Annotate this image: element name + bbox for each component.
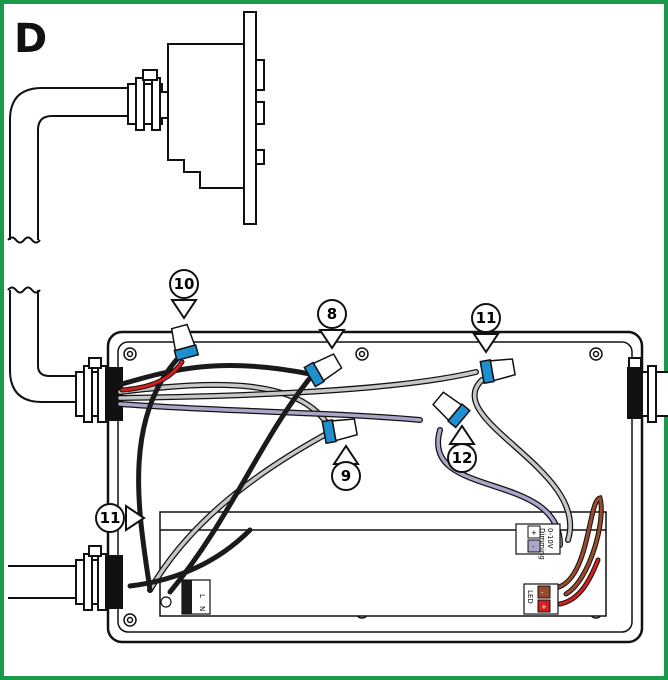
left-fitting-top xyxy=(75,357,123,423)
fixture-housing xyxy=(167,11,265,225)
callout-8: 8 xyxy=(317,299,347,350)
callout-10-label: 10 xyxy=(174,275,195,293)
terminal-dimming: + - 0-10VDimming xyxy=(515,523,561,560)
led-label: LED xyxy=(526,590,534,604)
wire-nut-8 xyxy=(303,353,343,388)
wire-nuts xyxy=(170,323,516,445)
wire-black xyxy=(119,363,313,387)
callout-9: 9 xyxy=(331,444,361,491)
top-conduit xyxy=(7,87,135,403)
callout-11-left: 11 xyxy=(95,503,146,533)
terminal-l-label: L xyxy=(198,594,206,598)
wire-nut-10 xyxy=(170,323,200,362)
top-fitting xyxy=(127,69,169,131)
terminal-led: - + LED xyxy=(523,583,559,615)
wire-nut-12 xyxy=(432,391,471,429)
callout-12-label: 12 xyxy=(452,449,473,467)
callout-11-top: 11 xyxy=(471,303,501,354)
callout-11b-label: 11 xyxy=(100,509,121,527)
right-fitting xyxy=(627,357,668,423)
wire-black xyxy=(127,527,253,589)
wire-nut-9 xyxy=(321,418,358,445)
led-minus: - xyxy=(541,589,544,597)
wire-nut-11 xyxy=(479,358,516,385)
wires xyxy=(117,353,604,607)
terminal-power: L N xyxy=(160,579,211,615)
callout-8-label: 8 xyxy=(327,305,337,323)
wire-black xyxy=(167,375,313,595)
dimming-label: 0-10VDimming xyxy=(538,528,554,560)
callout-9-label: 9 xyxy=(341,467,351,485)
panel-letter: D xyxy=(14,16,47,62)
callout-12: 12 xyxy=(447,424,477,473)
led-plus: + xyxy=(541,603,547,611)
terminal-n-label: N xyxy=(198,606,206,611)
dimming-plus: + xyxy=(531,529,537,537)
callout-10: 10 xyxy=(169,269,199,320)
bottom-conduit xyxy=(8,565,78,599)
callout-11a-label: 11 xyxy=(476,309,497,327)
dimming-minus: - xyxy=(532,543,535,551)
left-fitting-bottom xyxy=(75,545,123,611)
